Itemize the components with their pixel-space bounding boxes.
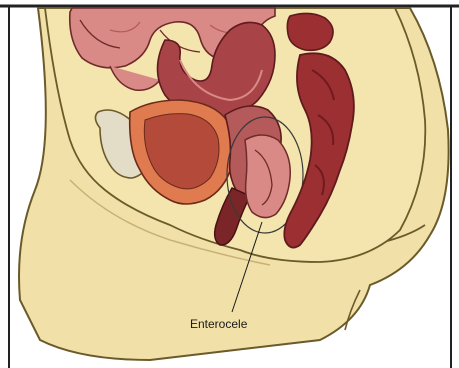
upper-colon [287, 13, 333, 50]
enterocele-label: Enterocele [190, 317, 248, 331]
